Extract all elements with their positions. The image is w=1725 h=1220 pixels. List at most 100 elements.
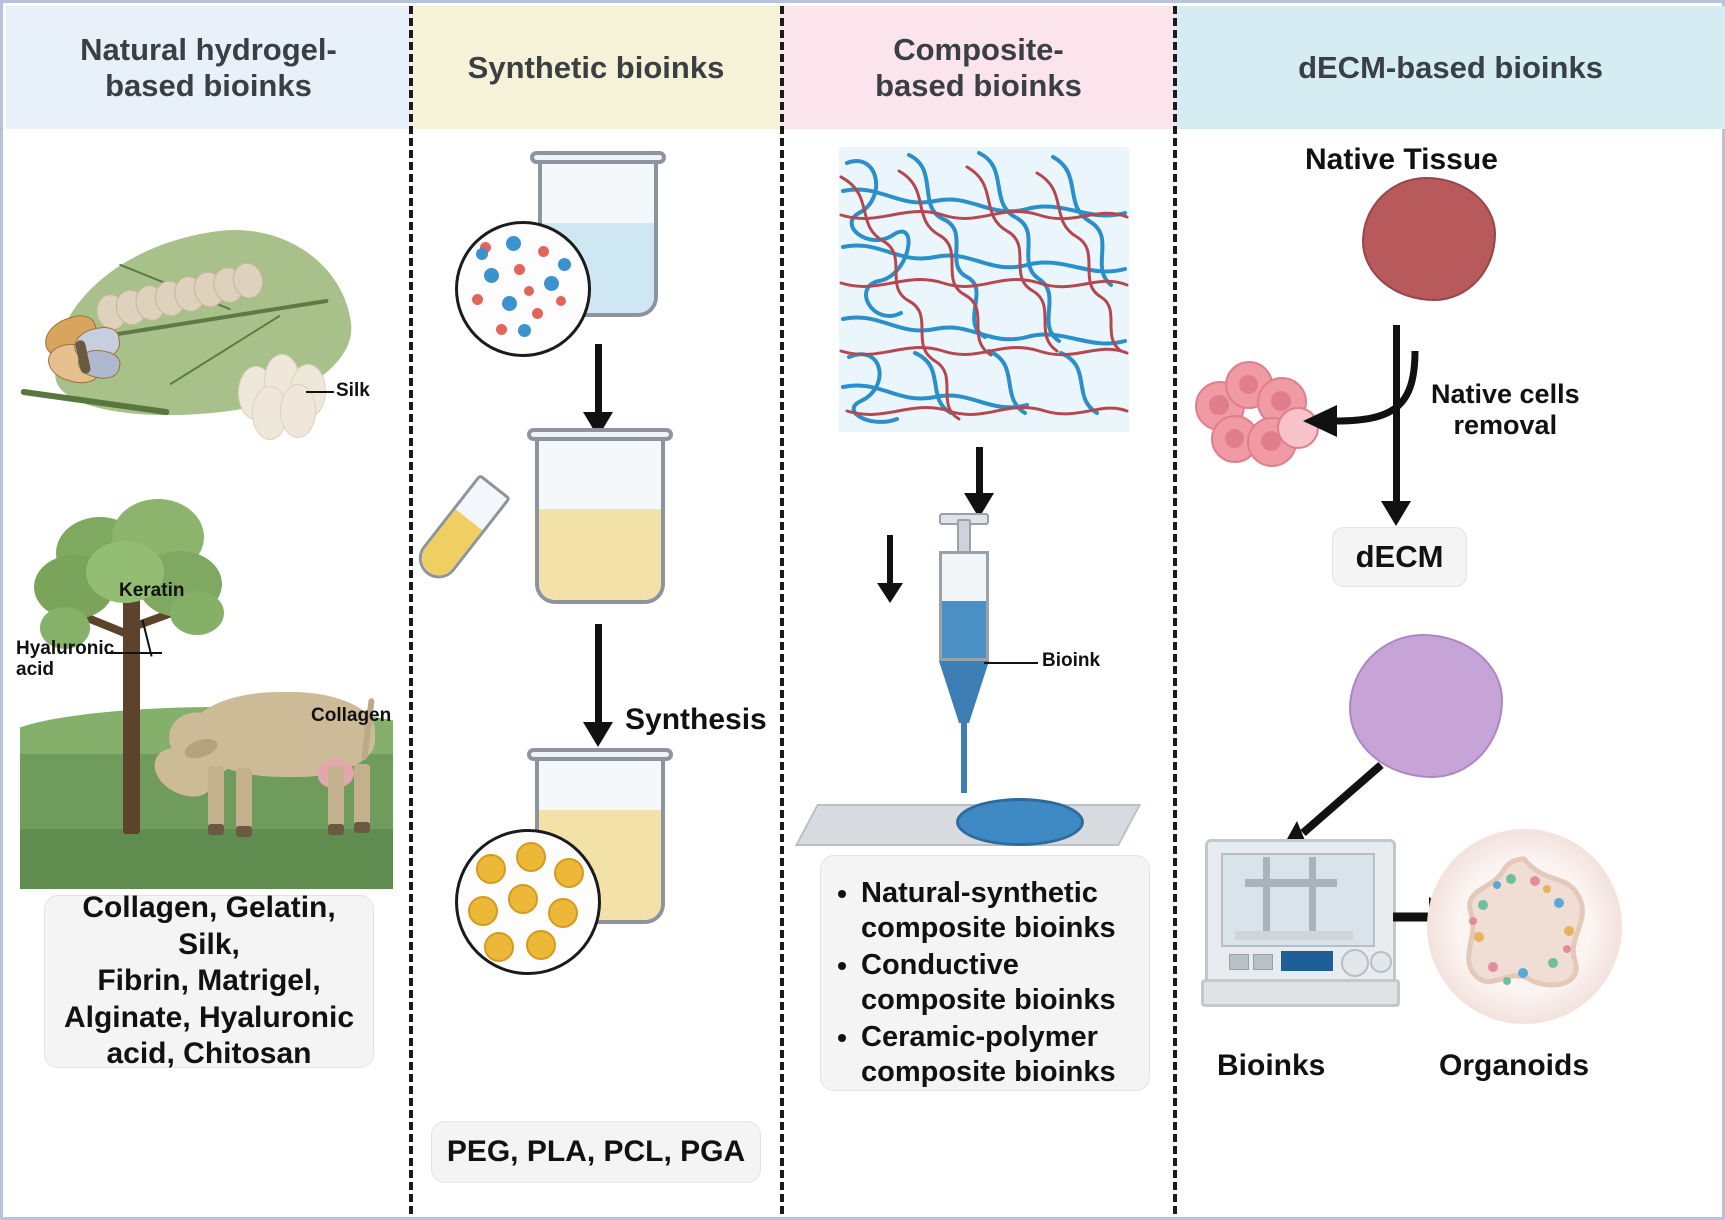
- syringe-needle: [961, 721, 967, 793]
- natural-source-scene: [20, 499, 393, 889]
- callout-bioink: Bioink: [1042, 650, 1101, 671]
- bioprinter-icon: [1201, 839, 1400, 1014]
- arrow-1-shaft: [595, 344, 602, 414]
- column-header-row: Natural hydrogel- based bioinks Syntheti…: [6, 6, 1725, 129]
- print-platform: [794, 794, 1142, 856]
- header-composite-line1: Composite-: [893, 31, 1064, 67]
- synthetic-legend-box: PEG, PLA, PCL, PGA: [431, 1121, 761, 1183]
- printer-bed: [1235, 931, 1353, 940]
- tree-foliage-5: [86, 541, 164, 603]
- arrow-2-head: [583, 722, 613, 747]
- printer-screen: [1281, 951, 1333, 971]
- tree-foliage-7: [40, 607, 90, 649]
- cow-icon: [147, 684, 385, 844]
- network-svg: [839, 151, 1129, 424]
- header-decm: dECM-based bioinks: [1176, 6, 1725, 129]
- organoid-ring-svg: [1466, 856, 1585, 988]
- cow-leg-1: [208, 766, 224, 828]
- column-natural-hydrogel: Silk: [6, 129, 409, 1214]
- composite-bullet-list: Natural-synthetic composite bioinks Cond…: [835, 876, 1139, 1090]
- printer-rail-right: [1309, 857, 1316, 931]
- cow-hoof-3: [328, 824, 344, 835]
- natural-legend-line1: Collagen, Gelatin, Silk,: [82, 891, 336, 961]
- callout-collagen: Collagen: [311, 705, 392, 726]
- header-natural-line2: based bioinks: [105, 67, 312, 103]
- header-natural-line1: Natural hydrogel-: [80, 31, 337, 67]
- composite-network-illustration: [839, 147, 1129, 432]
- bioink-leader-line: [984, 662, 1038, 664]
- natural-legend-line4: acid, Chitosan: [106, 1037, 312, 1071]
- decm-arrow-head: [1381, 501, 1411, 526]
- column-synthetic: Synthesis PEG, PLA, PCL, PGA: [410, 129, 780, 1214]
- arrow-2-shaft: [595, 624, 602, 724]
- tree-foliage-6: [170, 591, 224, 635]
- column-divider-3: [1173, 6, 1177, 1214]
- ground-shadow: [20, 829, 393, 889]
- callout-silk: Silk: [336, 380, 370, 401]
- decm-pill-label: dECM: [1332, 527, 1467, 587]
- callout-hyaluronic-line2: acid: [16, 659, 55, 681]
- cow-leg-4: [354, 764, 370, 826]
- printer-button-1[interactable]: [1229, 954, 1249, 970]
- column-decm: Native Tissue Native cells removal: [1177, 129, 1725, 1214]
- header-natural-hydrogel: Natural hydrogel- based bioinks: [6, 6, 411, 129]
- column-divider-1: [409, 6, 413, 1214]
- cow-hoof-2: [236, 826, 252, 837]
- label-native-tissue: Native Tissue: [1305, 143, 1498, 176]
- monomer-zoom-inset: [455, 221, 591, 357]
- composite-bullet-2: Conductive composite bioinks: [861, 948, 1139, 1018]
- printer-knob-2[interactable]: [1370, 951, 1392, 973]
- natural-legend-line2: Fibrin, Matrigel,: [97, 964, 321, 998]
- hyaluronic-leader-line: [106, 652, 162, 654]
- header-synthetic: Synthetic bioinks: [411, 6, 781, 129]
- press-arrow-head: [877, 583, 903, 603]
- composite-bullet-3: Ceramic-polymer composite bioinks: [861, 1020, 1139, 1090]
- cow-hoof-1: [208, 824, 224, 835]
- label-organoids: Organoids: [1439, 1049, 1590, 1082]
- decm-material-icon: [1349, 634, 1503, 778]
- composite-arrow-shaft: [976, 447, 983, 495]
- synthesis-label: Synthesis: [625, 703, 767, 736]
- bioprinting-syringe-icon: [909, 513, 1019, 809]
- test-tube-icon: [410, 473, 512, 587]
- removal-line2: removal: [1453, 410, 1558, 441]
- polymer-zoom-inset: [455, 829, 601, 975]
- press-arrow-shaft: [887, 535, 893, 585]
- callout-keratin: Keratin: [119, 580, 185, 601]
- syringe-nozzle: [939, 661, 989, 723]
- beaker-prepolymer: [527, 428, 673, 604]
- printed-construct: [956, 798, 1084, 846]
- plunger-rod: [957, 519, 971, 553]
- printer-knob-1[interactable]: [1341, 949, 1369, 977]
- natural-legend-box: Collagen, Gelatin, Silk, Fibrin, Matrige…: [44, 891, 374, 1071]
- printer-button-2[interactable]: [1253, 954, 1273, 970]
- header-composite-line2: based bioinks: [875, 67, 1082, 103]
- composite-legend-box: Natural-synthetic composite bioinks Cond…: [820, 855, 1150, 1091]
- header-composite: Composite- based bioinks: [781, 6, 1176, 129]
- organoid-icon: [1427, 829, 1622, 1024]
- label-native-cells-removal: Native cells removal: [1431, 379, 1580, 441]
- moth-icon: [38, 310, 133, 392]
- printer-rail-left: [1263, 857, 1270, 931]
- column-divider-2: [780, 6, 784, 1214]
- composite-bullet-1: Natural-synthetic composite bioinks: [861, 876, 1139, 946]
- native-cells-removal-arrow: [1303, 350, 1419, 437]
- label-bioinks: Bioinks: [1217, 1049, 1326, 1082]
- printer-gantry: [1245, 879, 1337, 887]
- syringe-barrel: [939, 551, 989, 661]
- tree-trunk: [123, 584, 140, 834]
- native-tissue-icon: [1362, 177, 1496, 301]
- column-composite: Bioink Natural-synthetic composite bioin…: [784, 129, 1173, 1214]
- cow-hoof-4: [354, 822, 370, 833]
- silk-leader-line: [306, 391, 334, 393]
- silk-source-illustration: [20, 216, 380, 459]
- decm-arrow-shaft: [1393, 325, 1400, 503]
- natural-legend-line3: Alginate, Hyaluronic: [63, 1000, 355, 1034]
- callout-hyaluronic-acid: Hyaluronic acid: [16, 638, 114, 681]
- native-cells-icon: [1195, 359, 1320, 469]
- callout-hyaluronic-line1: Hyaluronic: [16, 638, 115, 659]
- removal-line1: Native cells: [1431, 379, 1580, 409]
- cow-leg-3: [328, 766, 344, 828]
- bioink-fill: [942, 600, 986, 658]
